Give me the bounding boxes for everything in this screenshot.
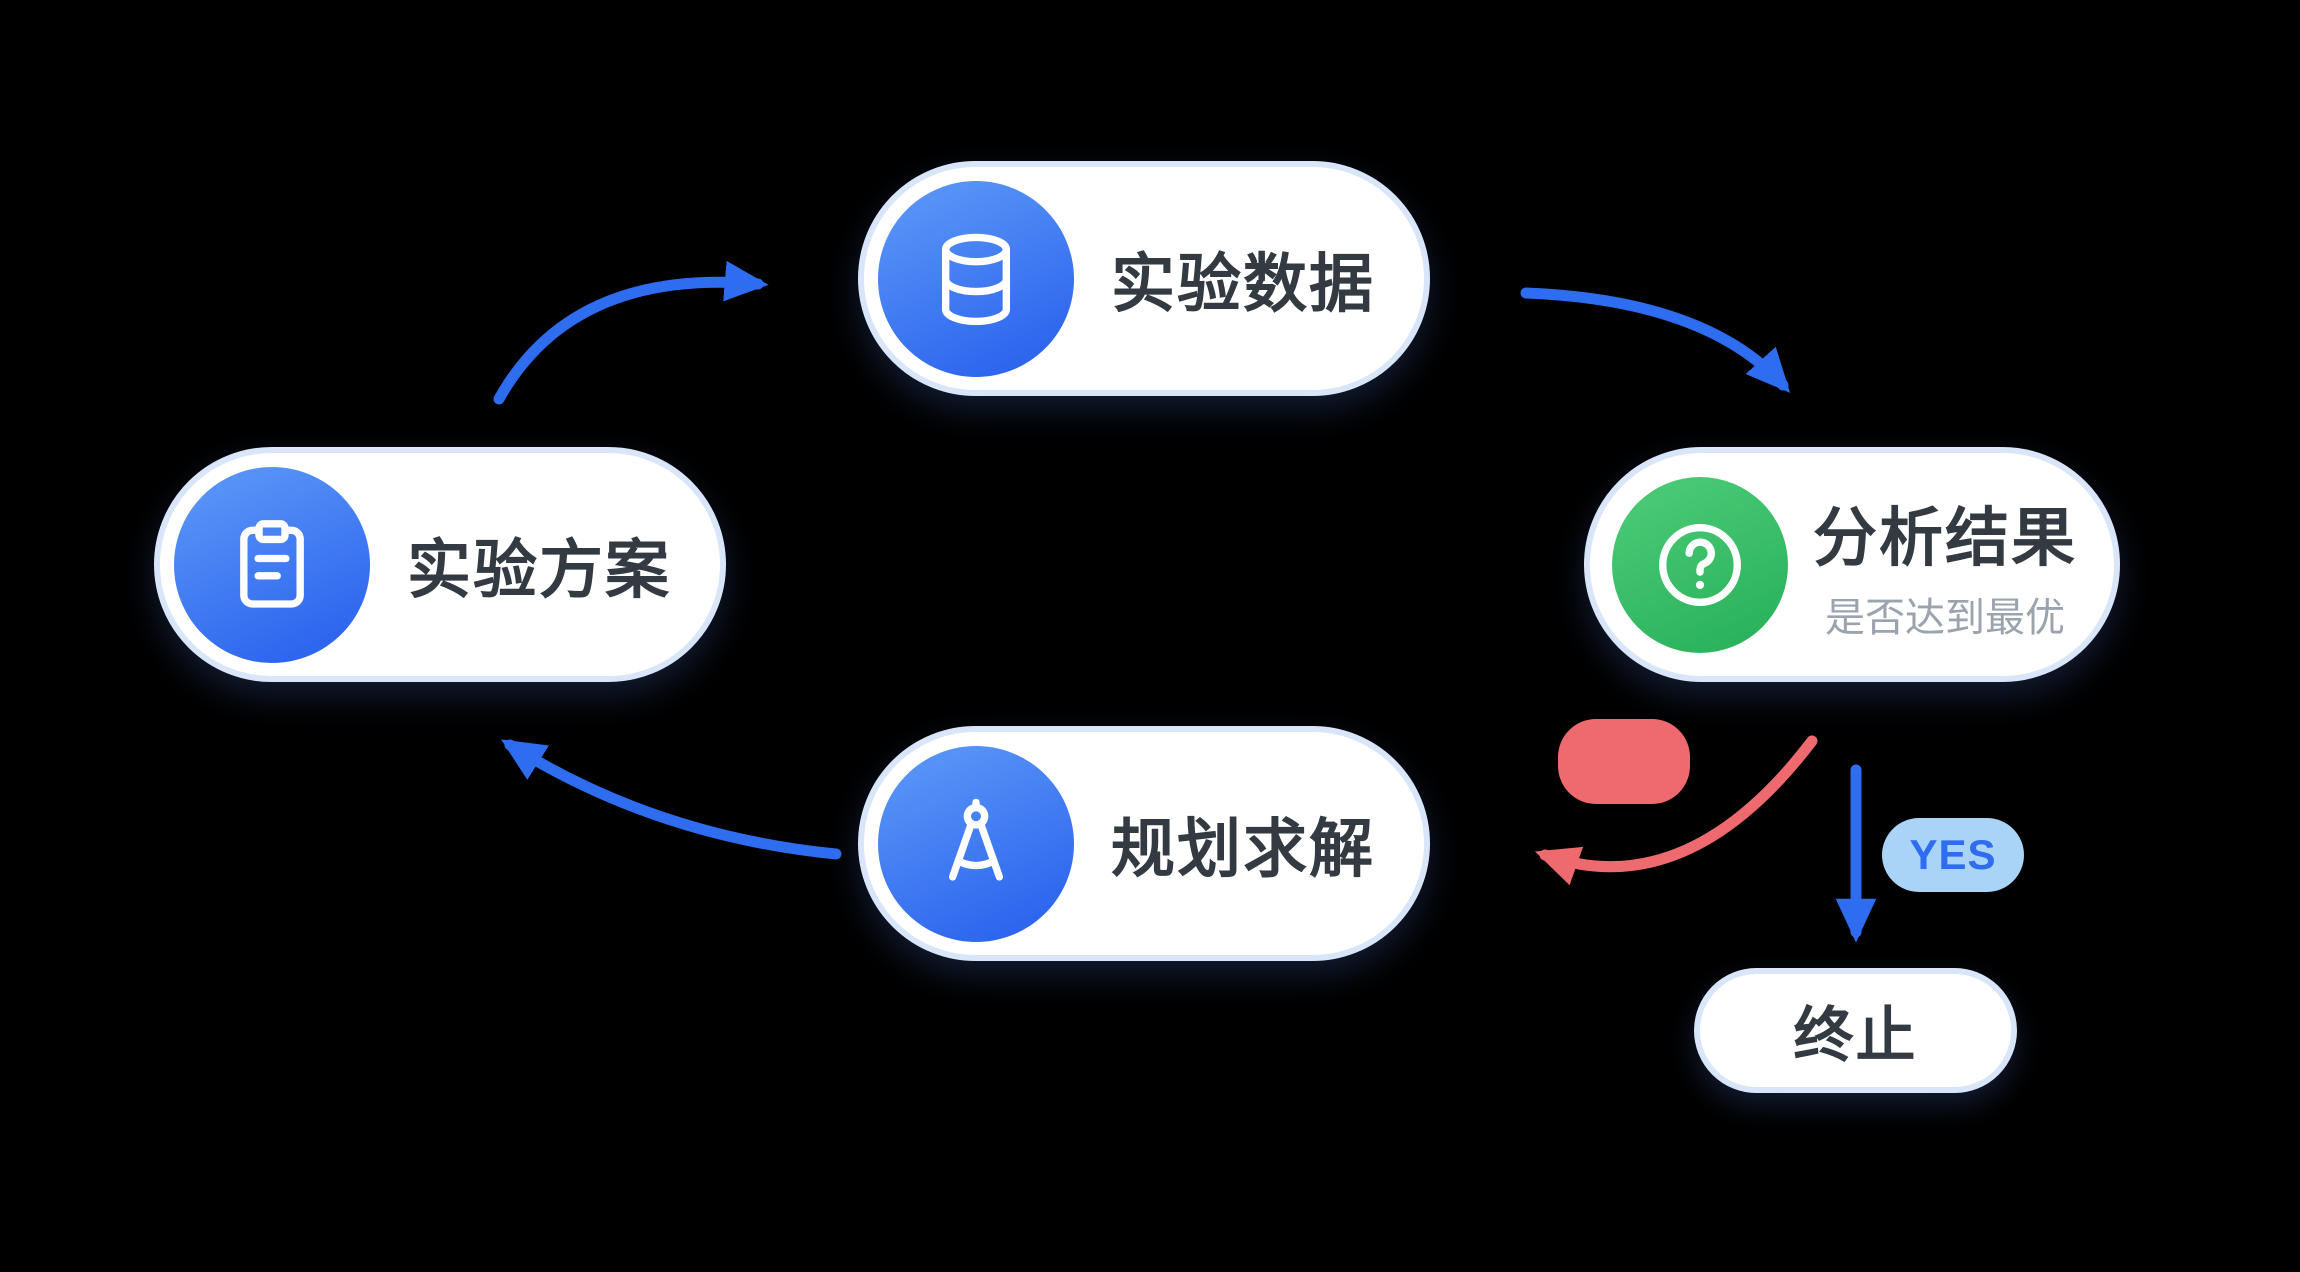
node-label: 实验方案 bbox=[407, 533, 671, 606]
node-label: 规划求解 bbox=[1111, 812, 1375, 885]
question-circle-icon bbox=[1612, 476, 1788, 653]
arrow-plan-to-data bbox=[493, 260, 769, 405]
node-analyze-result: 分析结果 是否达到最优 bbox=[1584, 447, 2120, 682]
node-experiment-plan: 实验方案 bbox=[154, 447, 726, 682]
arrow-data-to-result bbox=[1520, 287, 1791, 393]
clipboard-icon bbox=[174, 466, 370, 663]
yes-badge: YES bbox=[1882, 818, 2024, 892]
node-label: 分析结果 bbox=[1813, 501, 2077, 574]
node-label: 实验数据 bbox=[1111, 247, 1375, 320]
arrow-solver-to-plan bbox=[500, 739, 842, 860]
arrow-result-to-solver bbox=[1534, 735, 1818, 886]
node-terminate: 终止 bbox=[1694, 968, 2017, 1093]
compass-icon bbox=[878, 745, 1074, 942]
no-badge bbox=[1558, 719, 1690, 804]
node-label: 终止 bbox=[1793, 1002, 1918, 1069]
database-icon bbox=[878, 180, 1074, 377]
node-solver: 规划求解 bbox=[858, 726, 1430, 961]
node-sublabel: 是否达到最优 bbox=[1825, 595, 2065, 640]
node-experiment-data: 实验数据 bbox=[858, 161, 1430, 396]
